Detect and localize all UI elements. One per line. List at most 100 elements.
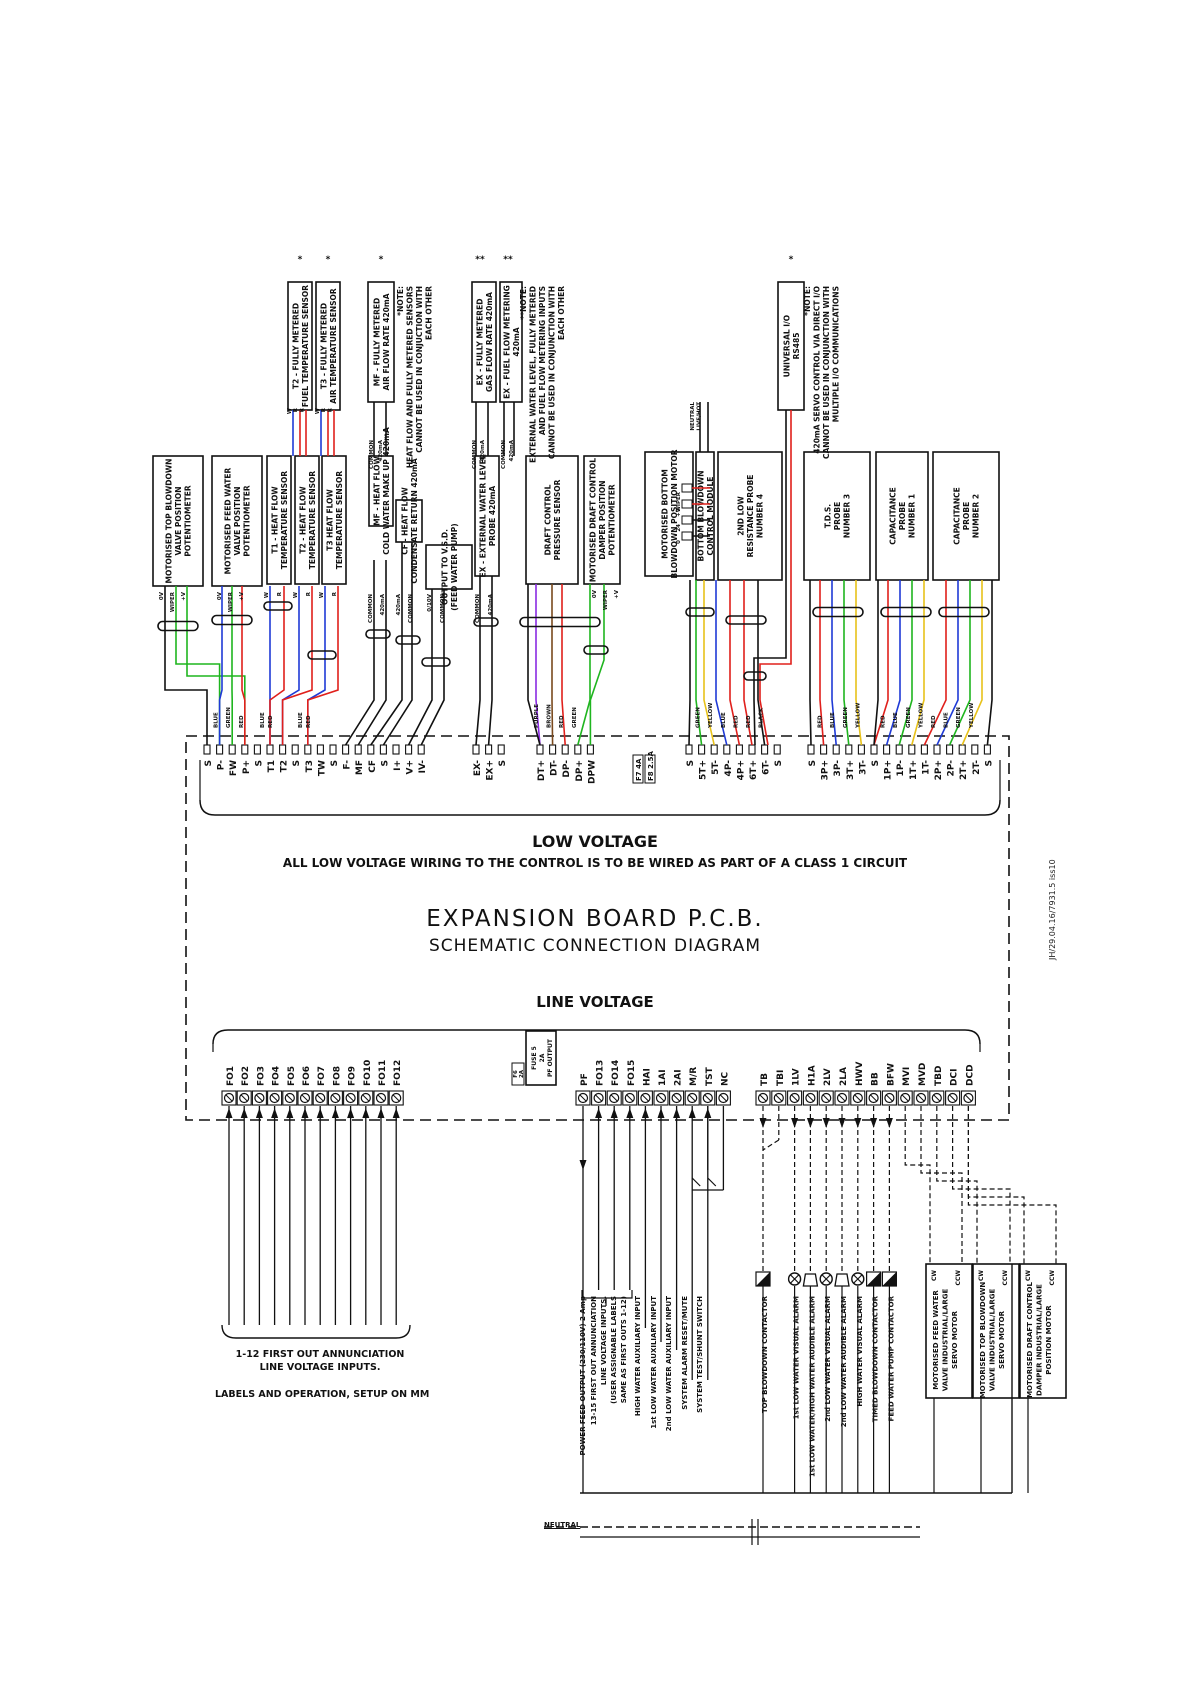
low-terminal-label-group5-10: 1T- [921,760,931,775]
servo-cw-label-3: CW [1025,1270,1032,1281]
line-terminal-slot-group3-1 [759,1094,767,1102]
line-terminal-label-group2-6: 1AI [658,1069,668,1086]
g5-colour-label-2: BLUE [830,712,836,728]
vsd-wire-label-line-1: 0/10V [427,593,433,611]
g1-wire-12 [307,586,339,745]
line-terminal-slot-group3-7 [854,1094,862,1102]
fuse5-label-line-3: PF OUTPUT [547,1038,554,1077]
low-terminal-label-group5-4: 3T+ [846,760,856,780]
line-terminal-label-group2-8: M/R [689,1067,699,1086]
line-output-label-1: POWER FEED OUTPUT (230/110V) 2 Amp [579,1296,587,1456]
line-terminal-slot-group2-9 [704,1094,712,1102]
g3-colour-label-1: PURPLE [534,704,540,728]
first-out-note-line-1: 1-12 FIRST OUT ANNUNCIATION [235,1349,405,1360]
low-terminal-group3-2 [549,744,557,755]
g4-colour-label-1: GREEN [696,707,702,728]
line-output-label-4: (USER ASSIGNABLE LABELS [610,1296,618,1404]
first-out-input-arrow-12 [392,1108,400,1118]
output-device-label-1: TOP BLOWDOWN CONTACTOR [761,1295,769,1413]
probe-shield-1 [809,580,812,746]
probe1-wire-1 [819,580,825,746]
note-external-line-3: AND FUEL FLOW METERING INPUTS [538,286,547,435]
probe2-wire-3 [898,580,913,746]
upper-device-text-5-line-1: EX - FUEL FLOW METERING [502,285,511,399]
draft-wire-2 [551,584,554,746]
bbd-terminal-1 [681,483,693,493]
g4-colour-label-6: BLACK [759,707,765,728]
servo-motor-text-3-line-3: POSITION MOTOR [1045,1305,1053,1375]
revision-code: JH/29.04.16/7931.5 iss10 [1048,859,1057,960]
top-device-text-4-line-1: T2 - HEAT FLOW [298,486,307,554]
screen-loop-2 [211,614,253,626]
low-terminal-label-group2-3: S [498,760,508,766]
low-terminal-group4-4 [723,744,731,755]
servo-feed-2 [920,1106,963,1264]
line-terminal-label-group3-8: BB [871,1072,881,1086]
bbd-terminal-2 [681,499,693,509]
low-terminal-group3-1 [536,744,544,755]
pot2-wire-label-line-3: +V [239,591,245,601]
servo-cw-label-1: CW [931,1270,938,1281]
pot1-wire-label-line-1: 0V [159,591,165,600]
low-terminal-label-group5-5: 3T- [858,760,868,775]
output-arrow-1 [759,1118,767,1128]
first-out-input-arrow-8 [331,1108,339,1118]
g3-colour-label-2: BROWN [547,704,553,728]
line-output-label-8: 2nd LOW WATER AUXILIARY INPUT [665,1296,673,1431]
low-terminal-label-group2-2: EX+ [486,760,496,781]
probe3-wire-2 [936,580,959,746]
note-heat-flow-line-2: HEAT FLOW AND FULLY METERED SENSORS [406,286,415,468]
top-device-text-6-line-2: COLD WATER MAKE UP 420mA [382,427,391,555]
g1-colour-label-6: BLUE [298,712,304,728]
top-device-box-15 [803,451,871,581]
low-terminal-label-group4-4: 4P- [724,760,734,777]
low-terminal-label-group1-14: CF [368,760,378,773]
line-output-arrow-8 [688,1108,696,1118]
top-device-text-11-line-2: DAMPER POSITION [598,480,607,559]
note-asterisk-5: ** [503,255,513,265]
line-terminal-slot-group3-2 [775,1094,783,1102]
output-arrow-4 [822,1118,830,1128]
screen-loop-8 [473,617,499,627]
first-out-input-arrow-9 [347,1108,355,1118]
first-out-input-arrow-11 [377,1108,385,1118]
output-contactor-fill-1 [756,1272,770,1286]
output-device-label-3: 1st LOW WATER/HIGH WATER AUDIBLE ALARM [808,1296,816,1477]
t2-wire-label-line-1: W [293,592,299,598]
first-out-note-line-2: LINE VOLTAGE INPUTS. [259,1362,381,1373]
low-terminal-group1-11 [329,744,337,755]
fo13-15-bracket [581,1290,633,1306]
universal-io-wire-2 [759,410,792,746]
low-terminal-label-group5-13: 2T+ [959,760,969,780]
neutral-live-label-line-1: NEUTRAL [690,402,696,431]
upper-device-box-5 [499,281,523,403]
line-terminal-label-group3-12: TBD [934,1066,944,1086]
first-out-input-arrow-5 [286,1108,294,1118]
low-terminal-group5-1 [807,744,815,755]
upper-device-box-4 [471,281,497,403]
g4-wire-3 [715,580,728,746]
line-terminal-slot-group1-8 [332,1094,339,1102]
top-device-text-9-line-1: EX - EXTERNAL WATER LEVEL [478,454,487,577]
upper-device-text-2-line-1: T3 - FULLY METERED [319,303,328,389]
top-device-text-11-line-1: MOTORISED DRAFT CONTROL [589,458,598,582]
line-output-label-10: SYSTEM TEST/SHUNT SWITCH [696,1296,704,1413]
t2-wire-label-line-2: R [306,591,312,596]
output-device-label-4: 2nd LOW WATER VISUAL ALARM [824,1296,832,1422]
servo-motor-box-1 [925,1263,973,1399]
top-device-text-16-line-2: PROBE [898,502,907,531]
low-terminal-group1-6 [266,744,274,755]
low-terminal-group2-3 [497,744,505,755]
low-terminal-label-group1-6: T1 [267,760,277,772]
low-terminal-label-group1-16: I+ [393,760,403,771]
upper-device-text-2-line-2: AIR TEMPERATURE SENSOR [329,288,338,404]
top-device-text-7-line-2: CONDENSATE RETURN 420mA [410,458,419,583]
upper-device-text-6-line-1: UNIVERSAL I/O [782,315,791,377]
output-device-label-7: TIMED BLOWDOWN CONTACTOR [872,1295,880,1422]
tbi-link [762,1139,780,1151]
low-terminal-label-group1-15: S [380,760,390,766]
low-terminal-label-group1-18: IV- [418,760,428,774]
g3-colour-label-3: RED [559,715,565,728]
